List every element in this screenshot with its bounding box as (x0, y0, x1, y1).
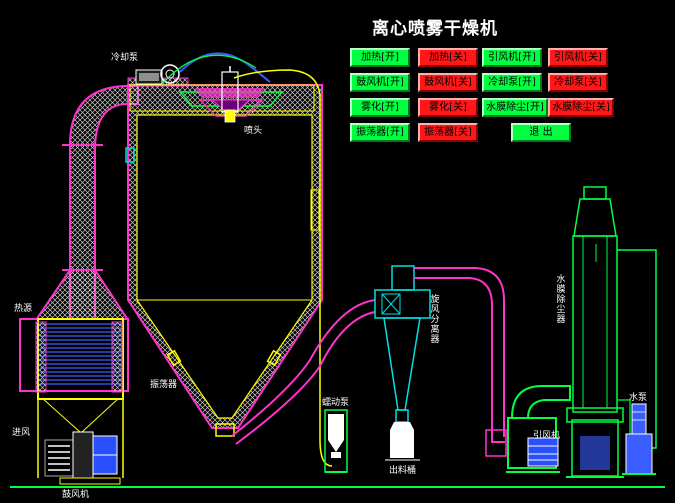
cyclone-separator[interactable] (374, 265, 431, 423)
label-nozzle: 喷头 (244, 126, 263, 136)
vibrator-on-button[interactable]: 振荡器[开] (350, 123, 410, 142)
blower-on-button[interactable]: 鼓风机[开] (350, 73, 410, 92)
cooling-pump-on-button[interactable]: 冷却泵[开] (482, 73, 542, 92)
label-water-film: 水膜除尘器 (556, 275, 566, 325)
heater-off-button[interactable]: 加热[关] (418, 48, 478, 67)
label-discharge-bucket: 出料桶 (389, 466, 417, 476)
vibrator-off-button[interactable]: 振荡器[关] (418, 123, 478, 142)
induced-fan-on-button[interactable]: 引风机[开] (482, 48, 542, 67)
feed-line (233, 69, 333, 467)
cooling-line-blue (179, 52, 271, 83)
exhaust-duct-3 (414, 277, 505, 443)
heater-on-button[interactable]: 加热[开] (350, 48, 410, 67)
atomize-on-button[interactable]: 雾化[开] (350, 98, 410, 117)
exhaust-duct-2 (235, 311, 376, 445)
label-heat-source: 热源 (14, 304, 33, 314)
label-water-pump: 水泵 (629, 393, 648, 403)
feed-pump[interactable] (324, 409, 348, 473)
water-pump[interactable] (622, 403, 656, 475)
blower[interactable] (44, 431, 121, 485)
blower-off-button[interactable]: 鼓风机[关] (418, 73, 478, 92)
atomize-off-button[interactable]: 雾化[关] (418, 98, 478, 117)
induced-fan[interactable] (506, 385, 571, 473)
exit-button[interactable]: 退 出 (511, 123, 571, 142)
cooling-pump[interactable] (135, 64, 180, 85)
page-title: 离心喷雾干燥机 (372, 19, 498, 39)
exhaust-duct-1 (231, 299, 376, 437)
label-feed-pump: 蠕动泵 (322, 398, 350, 408)
water-film-off-button[interactable]: 水膜除尘[关] (548, 98, 614, 117)
cooling-line-green (161, 54, 257, 85)
water-film-on-button[interactable]: 水膜除尘[开] (482, 98, 548, 117)
water-film-scrubber[interactable] (566, 186, 624, 478)
label-cooling-pump: 冷却泵 (111, 53, 139, 63)
label-cyclone: 旋风分离器 (430, 295, 440, 345)
label-induced-fan: 引风机 (533, 431, 561, 441)
label-inlet-air: 进风 (12, 428, 31, 438)
heat-source[interactable] (19, 269, 130, 478)
water-drain-line (618, 399, 631, 440)
discharge-bucket (385, 422, 420, 461)
exhaust-duct-4 (414, 267, 505, 437)
induced-fan-off-button[interactable]: 引风机[关] (548, 48, 608, 67)
cooling-pump-off-button[interactable]: 冷却泵[关] (548, 73, 608, 92)
atomizer-head[interactable] (178, 66, 284, 123)
label-vibrator: 振荡器 (150, 380, 178, 390)
label-blower: 鼓风机 (62, 490, 90, 500)
